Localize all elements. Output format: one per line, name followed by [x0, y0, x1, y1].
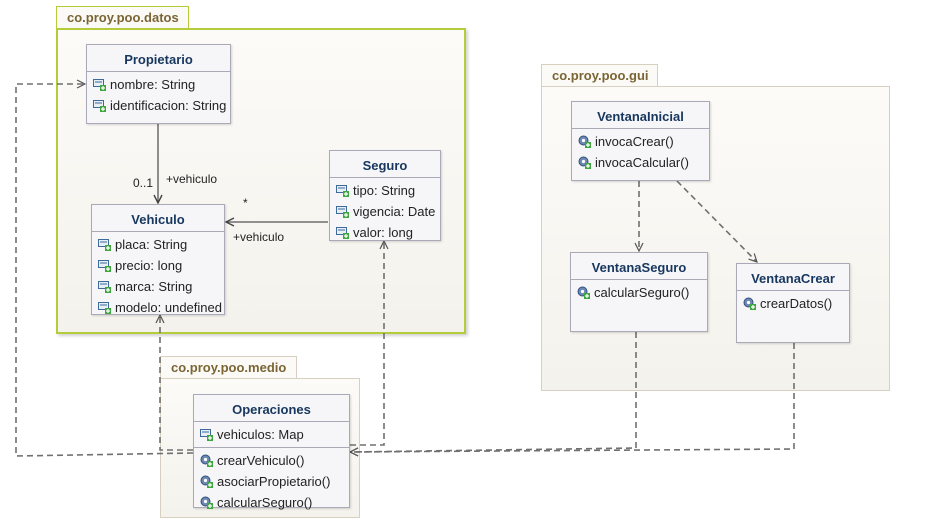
operation-row[interactable]: invocaCrear() [572, 131, 709, 152]
method-icon [577, 286, 590, 299]
multiplicity-label: * [243, 196, 248, 210]
class-propietario[interactable]: Propietario nombre: String identificacio… [86, 44, 231, 124]
operation-label: asociarPropietario() [217, 474, 331, 489]
operation-label: invocaCrear() [595, 134, 674, 149]
operation-row[interactable]: asociarPropietario() [194, 471, 349, 492]
operations-compartment: crearDatos() [737, 291, 849, 316]
operation-label: calcularSeguro() [594, 285, 690, 300]
operation-label: crearDatos() [760, 296, 833, 311]
class-name: VentanaCrear [737, 264, 849, 291]
attribute-label: vehiculos: Map [217, 427, 304, 442]
attribute-row[interactable]: valor: long [330, 222, 440, 243]
method-icon [200, 496, 213, 509]
field-icon [98, 302, 111, 314]
attribute-label: marca: String [115, 279, 193, 294]
role-label: +vehiculo [233, 230, 285, 244]
dependency-operaciones-vehiculo[interactable] [160, 315, 193, 451]
attribute-row[interactable]: nombre: String [87, 74, 230, 95]
field-icon [336, 185, 349, 197]
package-datos-label: co.proy.poo.datos [56, 6, 189, 28]
class-name: Seguro [330, 151, 440, 178]
attribute-row[interactable]: vehiculos: Map [194, 424, 349, 445]
operation-row[interactable]: crearVehiculo() [194, 450, 349, 471]
attribute-row[interactable]: placa: String [92, 234, 224, 255]
class-name: VentanaInicial [572, 102, 709, 129]
field-icon [336, 206, 349, 218]
attribute-label: tipo: String [353, 183, 416, 198]
attributes-compartment: placa: String precio: long marca: String… [92, 232, 224, 320]
method-icon [200, 454, 213, 467]
attributes-compartment: nombre: String identificacion: String [87, 72, 230, 118]
field-icon [93, 100, 106, 112]
class-operaciones[interactable]: Operaciones vehiculos: Map crearVehiculo… [193, 394, 350, 510]
class-ventanainicial[interactable]: VentanaInicial invocaCrear() invocaCalcu… [571, 101, 710, 181]
method-icon [743, 297, 756, 310]
attribute-row[interactable]: modelo: undefined [92, 297, 224, 318]
attribute-row[interactable]: tipo: String [330, 180, 440, 201]
class-seguro[interactable]: Seguro tipo: String vigencia: Date valor… [329, 150, 441, 241]
attribute-label: placa: String [115, 237, 188, 252]
class-name: Vehiculo [92, 205, 224, 232]
package-gui-label: co.proy.poo.gui [541, 64, 658, 86]
dependency-operaciones-seguro[interactable] [350, 241, 384, 446]
attribute-label: vigencia: Date [353, 204, 436, 219]
dependency-ventanacrear-operaciones[interactable] [350, 343, 795, 452]
operations-compartment: crearVehiculo() asociarPropietario() cal… [194, 447, 349, 515]
operation-row[interactable]: invocaCalcular() [572, 152, 709, 173]
dependency-operaciones-propietario[interactable] [15, 84, 194, 457]
field-icon [93, 79, 106, 91]
operation-label: crearVehiculo() [217, 453, 305, 468]
role-label: +vehiculo [166, 172, 218, 186]
operations-compartment: invocaCrear() invocaCalcular() [572, 129, 709, 175]
field-icon [98, 260, 111, 272]
attribute-row[interactable]: marca: String [92, 276, 224, 297]
attribute-label: precio: long [115, 258, 183, 273]
class-name: Propietario [87, 45, 230, 72]
attribute-row[interactable]: identificacion: String [87, 95, 230, 116]
attribute-label: modelo: undefined [115, 300, 222, 315]
attribute-row[interactable]: vigencia: Date [330, 201, 440, 222]
attributes-compartment: vehiculos: Map [194, 422, 349, 447]
multiplicity-label: 0..1 [133, 176, 154, 190]
operations-compartment: calcularSeguro() [571, 280, 707, 305]
class-vehiculo[interactable]: Vehiculo placa: String precio: long marc… [91, 204, 225, 315]
class-name: VentanaSeguro [571, 253, 707, 280]
method-icon [578, 156, 591, 169]
field-icon [98, 281, 111, 293]
package-medio-label: co.proy.poo.medio [160, 356, 297, 378]
operation-row[interactable]: crearDatos() [737, 293, 849, 314]
dependency-ventanaseguro-operaciones[interactable] [350, 332, 637, 452]
operation-row[interactable]: calcularSeguro() [571, 282, 707, 303]
operation-label: calcularSeguro() [217, 495, 313, 510]
class-ventanaseguro[interactable]: VentanaSeguro calcularSeguro() [570, 252, 708, 332]
attribute-label: identificacion: String [110, 98, 227, 113]
field-icon [200, 429, 213, 441]
attribute-label: valor: long [353, 225, 413, 240]
class-ventanacrear[interactable]: VentanaCrear crearDatos() [736, 263, 850, 343]
operation-row[interactable]: calcularSeguro() [194, 492, 349, 513]
dependency-ventanainicial-ventanacrear[interactable] [676, 180, 757, 262]
field-icon [98, 239, 111, 251]
attribute-label: nombre: String [110, 77, 196, 92]
attributes-compartment: tipo: String vigencia: Date valor: long [330, 178, 440, 245]
class-name: Operaciones [194, 395, 349, 422]
operation-label: invocaCalcular() [595, 155, 689, 170]
method-icon [200, 475, 213, 488]
attribute-row[interactable]: precio: long [92, 255, 224, 276]
method-icon [578, 135, 591, 148]
field-icon [336, 227, 349, 239]
